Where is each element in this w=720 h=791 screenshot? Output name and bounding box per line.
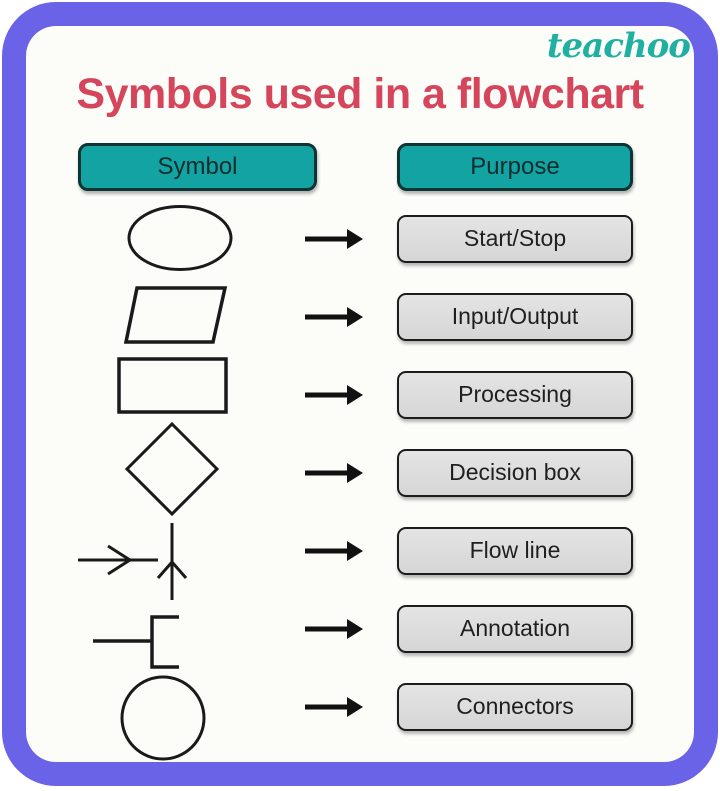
arrow-icon [303,694,365,720]
purpose-processing: Processing [397,371,633,419]
purpose-flow-line: Flow line [397,527,633,575]
purpose-input-output: Input/Output [397,293,633,341]
ellipse-icon [125,203,235,273]
circle-icon [118,673,208,763]
annotation-icon [88,609,188,673]
arrow-icon [303,460,365,486]
parallelogram-icon [124,286,228,344]
arrow-icon [303,382,365,408]
teachoo-logo: teachoo [546,26,691,66]
purpose-annotation: Annotation [397,605,633,653]
arrow-icon [303,226,365,252]
purpose-column-header: Purpose [397,143,633,191]
arrow-icon [303,538,365,564]
page-title: Symbols used in a flowchart [76,70,644,118]
diamond-icon [124,422,220,516]
purpose-decision-box: Decision box [397,449,633,497]
purpose-connectors: Connectors [397,683,633,731]
purpose-start-stop: Start/Stop [397,215,633,263]
arrow-icon [303,616,365,642]
symbol-column-header: Symbol [78,143,317,191]
rectangle-icon [117,357,229,415]
flow-line-icon [70,514,192,606]
arrow-icon [303,304,365,330]
